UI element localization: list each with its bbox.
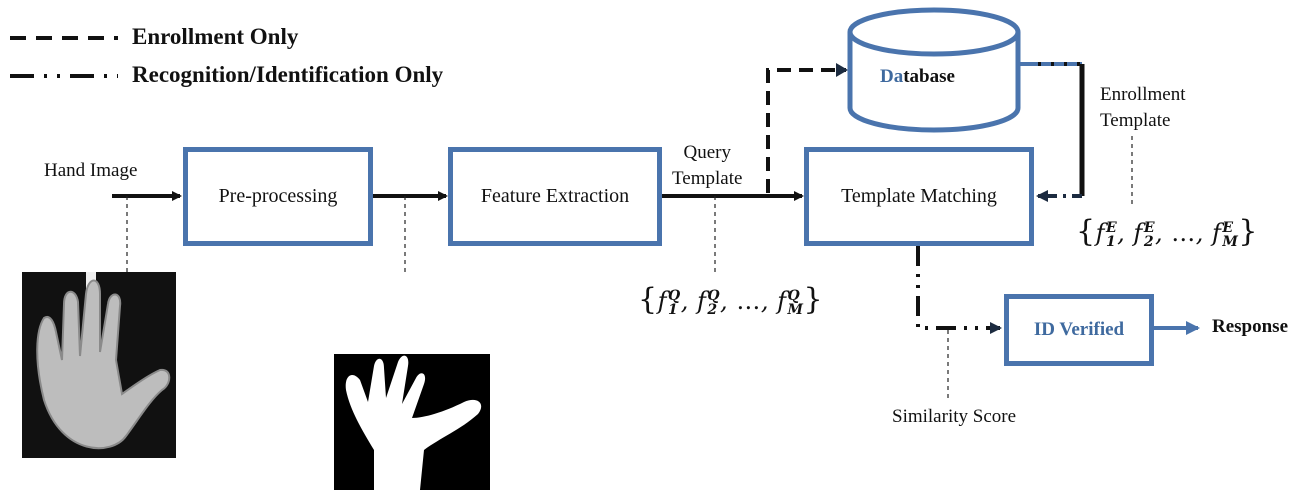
query-ellipsis: … — [736, 287, 761, 315]
feature-extraction-box: Feature Extraction — [448, 147, 662, 246]
legend-recognition-label: Recognition/Identification Only — [132, 62, 444, 87]
database-cylinder — [847, 7, 1021, 133]
similarity-score-label: Similarity Score — [892, 406, 1017, 427]
enroll-f1-sup: E — [1105, 219, 1118, 236]
database-label-suffix: tabase — [903, 66, 955, 87]
hand-image-label: Hand Image — [44, 160, 138, 181]
binary-hand-image — [334, 354, 490, 490]
feature-extraction-label: Feature Extraction — [480, 185, 630, 207]
enroll-fm-sup: E — [1222, 219, 1234, 236]
arrow-matching-to-id — [916, 246, 1002, 334]
enroll-fm-sub: M — [1222, 233, 1239, 250]
arrow-query-to-database — [766, 63, 848, 193]
preprocessing-label: Pre-processing — [218, 185, 338, 207]
template-matching-box: Template Matching — [804, 147, 1034, 246]
query-f2-symbol: f — [696, 287, 707, 315]
enroll-f2-sub: 2 — [1143, 233, 1155, 250]
query-template-label: Query Template — [672, 142, 743, 189]
legend-enrollment-label: Enrollment Only — [132, 24, 299, 49]
query-f2-sub: 2 — [707, 301, 718, 318]
enroll-vector-close: } — [1238, 214, 1258, 249]
database-label: Database — [880, 66, 955, 88]
enroll-fm-symbol: f — [1212, 219, 1222, 247]
database-label-prefix: Da — [880, 66, 904, 87]
query-f1-sub: 1 — [667, 301, 679, 318]
enroll-ellipsis: … — [1171, 219, 1196, 247]
query-f1-sup: Q — [667, 287, 681, 304]
query-fm-symbol: f — [777, 287, 787, 315]
enroll-vector-open: { — [1076, 214, 1096, 249]
id-verified-label: ID Verified — [1033, 319, 1125, 340]
id-verified-box: ID Verified — [1004, 294, 1154, 366]
query-f2-sup: Q — [707, 287, 721, 304]
enroll-f1-symbol: f — [1095, 219, 1105, 247]
query-f1-symbol: f — [657, 287, 667, 315]
enroll-f1-sub: 1 — [1105, 233, 1117, 250]
enrollment-template-label: Enrollment Template — [1100, 84, 1186, 131]
query-vector-close: } — [803, 282, 824, 317]
enroll-f2-symbol: f — [1133, 219, 1143, 247]
query-fm-sub: M — [787, 301, 804, 318]
preprocessing-box: Pre-processing — [183, 147, 373, 246]
hand-photo — [22, 272, 176, 458]
query-vector-open: { — [638, 282, 658, 317]
query-fm-sup: Q — [787, 287, 801, 304]
enroll-f2-sup: E — [1143, 219, 1155, 236]
response-label: Response — [1212, 316, 1289, 337]
template-matching-label: Template Matching — [841, 185, 997, 207]
